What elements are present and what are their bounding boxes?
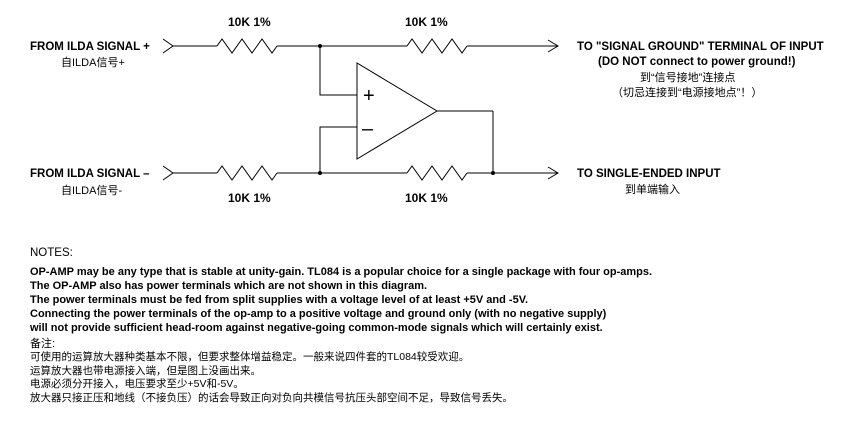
resistor-label-bottom-right: 10K 1% [405,191,448,205]
note-line-cn: 电源必须分开接入，电压要求至少+5V和-5V。 [30,378,244,390]
note-line-cn: 放大器只接正压和地线（不接负压）的话会导致正向对负向共模信号抗压头部空间不足，导… [30,391,513,404]
notes-section: NOTES: OP-AMP may be any type that is st… [30,247,860,405]
opamp-wiring [319,46,494,173]
junction-bottom [318,171,322,175]
note-line-en: Connecting the power terminals of the op… [30,308,607,320]
input-minus-label: FROM ILDA SIGNAL – [30,168,150,180]
top-signal-line [173,38,559,54]
notes-title-cn: 备注: [30,338,56,350]
junction-top [318,44,322,48]
output-ground-label: TO "SIGNAL GROUND" TERMINAL OF INPUT [577,41,824,53]
note-line-en: The OP-AMP also has power terminals whic… [30,280,428,292]
output-ground-warning: (DO NOT connect to power ground!) [598,56,796,68]
notes-title: NOTES: [30,247,73,259]
resistor-top-left [216,38,278,54]
resistor-top-right [406,38,468,54]
resistor-label-top-right: 10K 1% [405,15,448,29]
output-ground-label-cn: 到“信号接地”连接点 [640,71,735,84]
input-plus-label-cn: 自ILDA信号+ [61,56,125,69]
note-line-en: will not provide sufficient head-room ag… [30,322,603,334]
note-line-en: OP-AMP may be any type that is stable at… [30,266,653,278]
opamp-minus-sign: – [362,118,374,140]
opamp-plus-sign: + [363,85,375,107]
resistor-label-bottom-left: 10K 1% [228,191,271,205]
output-ground-warning-cn: （切忌连接到“电源接地点”！） [612,85,762,99]
input-minus-arrow [162,165,174,181]
input-minus-label-cn: 自ILDA信号- [61,184,122,197]
resistor-bottom-right [406,165,468,181]
input-plus-arrow [162,38,174,54]
output-single-label-cn: 到单端输入 [625,182,680,196]
note-line-en: The power terminals must be fed from spl… [30,294,529,306]
junction-output [491,171,495,175]
note-line-cn: 运算放大器也带电源接入端，但是图上没画出来。 [30,364,261,377]
input-plus-label: FROM ILDA SIGNAL + [30,41,150,53]
note-line-cn: 可使用的运算放大器种类基本不限，但要求整体增益稳定。一般来说四件套的TL084较… [30,351,470,363]
resistor-label-top-left: 10K 1% [228,15,271,29]
opamp-symbol [356,62,438,160]
output-single-label: TO SINGLE-ENDED INPUT [577,168,721,180]
bottom-signal-line [173,165,559,181]
resistor-bottom-left [216,165,278,181]
